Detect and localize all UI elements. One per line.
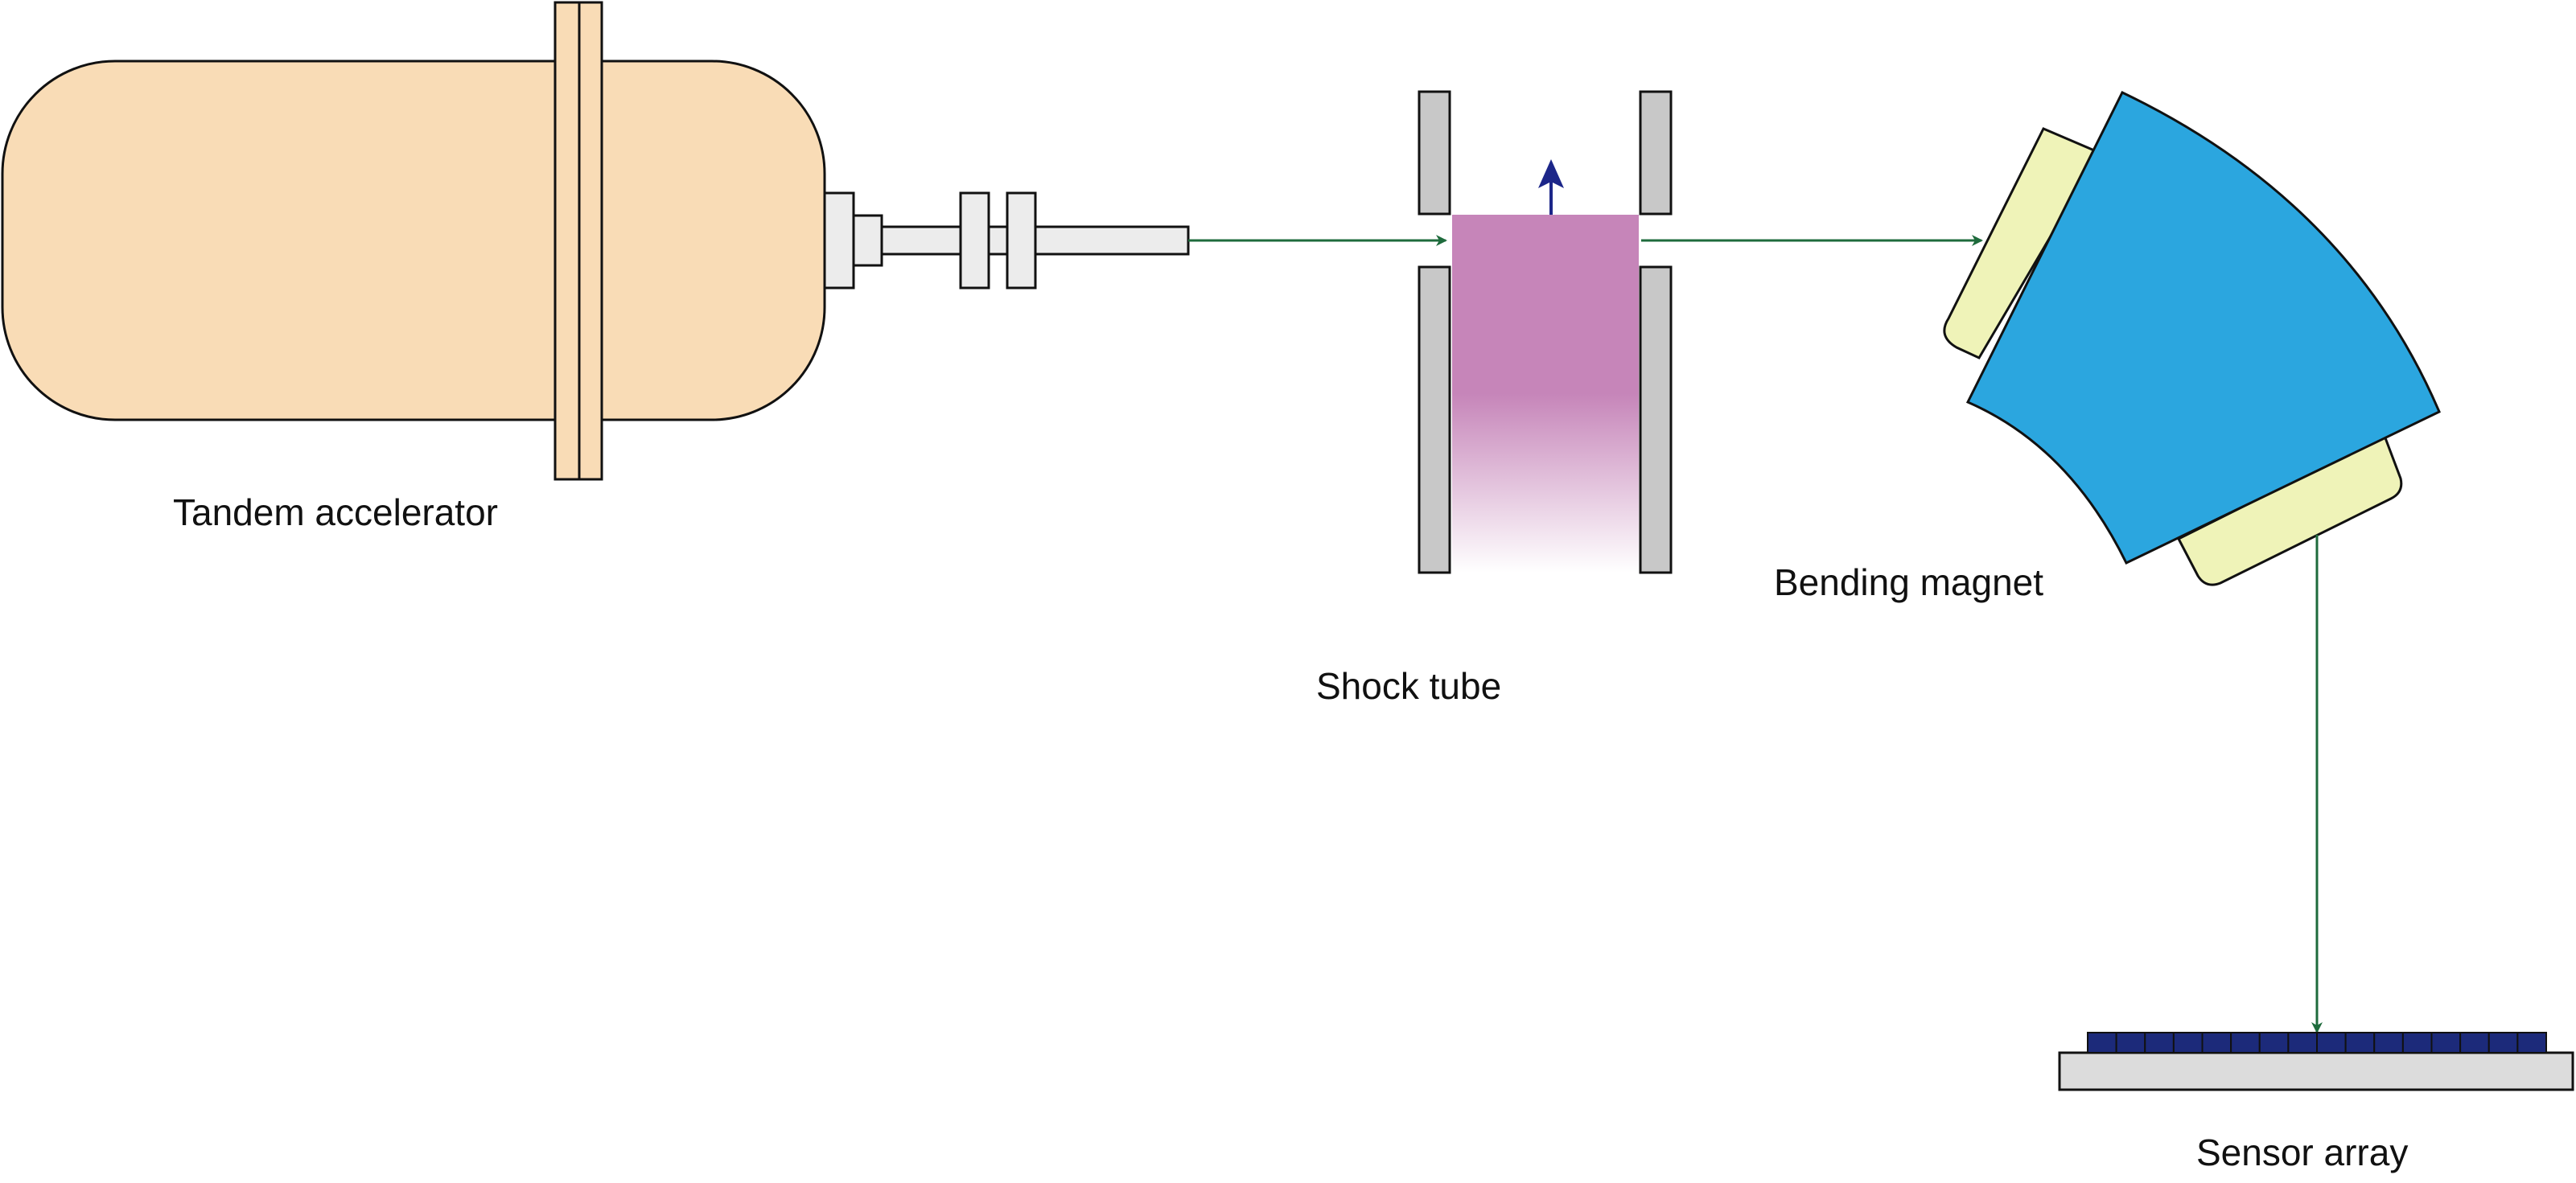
bending-magnet-label: Bending magnet bbox=[1774, 561, 2044, 603]
sensor-pixel bbox=[2344, 1032, 2376, 1054]
sensor-pixel bbox=[2087, 1032, 2117, 1054]
sensor-pixel bbox=[2316, 1032, 2347, 1054]
sensor-base bbox=[2058, 1051, 2574, 1091]
sensor-pixel bbox=[2430, 1032, 2462, 1054]
shock-tube-wall-upper-left bbox=[1418, 90, 1451, 216]
sensor-array-label: Sensor array bbox=[2196, 1132, 2409, 1173]
sensor-pixels bbox=[2087, 1032, 2547, 1054]
pipe-segment-short bbox=[851, 214, 883, 267]
accelerator-tank bbox=[1, 60, 826, 421]
sensor-pixel bbox=[2516, 1032, 2547, 1054]
tandem-accelerator bbox=[1, 1, 826, 481]
accelerator-flange-left bbox=[553, 1, 581, 481]
shock-tube-gas bbox=[1452, 215, 1639, 573]
sensor-pixel bbox=[2488, 1032, 2519, 1054]
magnet-yoke bbox=[1965, 91, 2441, 565]
sensor-pixel bbox=[2115, 1032, 2146, 1054]
shock-tube-wall-lower-right bbox=[1639, 265, 1673, 574]
shock-tube-wall-upper-right bbox=[1639, 90, 1673, 216]
shock-tube-wall-lower-left bbox=[1418, 265, 1451, 574]
sensor-pixel bbox=[2373, 1032, 2404, 1054]
pipe-flange-3 bbox=[1006, 191, 1037, 290]
sensor-pixel bbox=[2287, 1032, 2318, 1054]
beam-pipe bbox=[823, 191, 1190, 290]
bending-magnet bbox=[1943, 91, 2441, 586]
tandem-accelerator-label: Tandem accelerator bbox=[173, 491, 498, 533]
shock-tube bbox=[1418, 90, 1673, 574]
pipe-flange-2 bbox=[959, 191, 990, 290]
sensor-pixel bbox=[2401, 1032, 2433, 1054]
sensor-pixel bbox=[2201, 1032, 2232, 1054]
accelerator-flange-right bbox=[578, 1, 603, 481]
pipe-flange-1 bbox=[823, 191, 855, 290]
shock-direction-arrow bbox=[1538, 159, 1564, 215]
magnet-pole-upper bbox=[1943, 127, 2102, 359]
sensor-pixel bbox=[2459, 1032, 2490, 1054]
sensor-pixel bbox=[2230, 1032, 2261, 1054]
sensor-pixel bbox=[2258, 1032, 2290, 1054]
shock-tube-label: Shock tube bbox=[1316, 665, 1502, 707]
sensor-pixel bbox=[2172, 1032, 2204, 1054]
sensor-pixel bbox=[2144, 1032, 2175, 1054]
magnet-pole-lower bbox=[2176, 433, 2403, 586]
sensor-array bbox=[2058, 1032, 2574, 1091]
